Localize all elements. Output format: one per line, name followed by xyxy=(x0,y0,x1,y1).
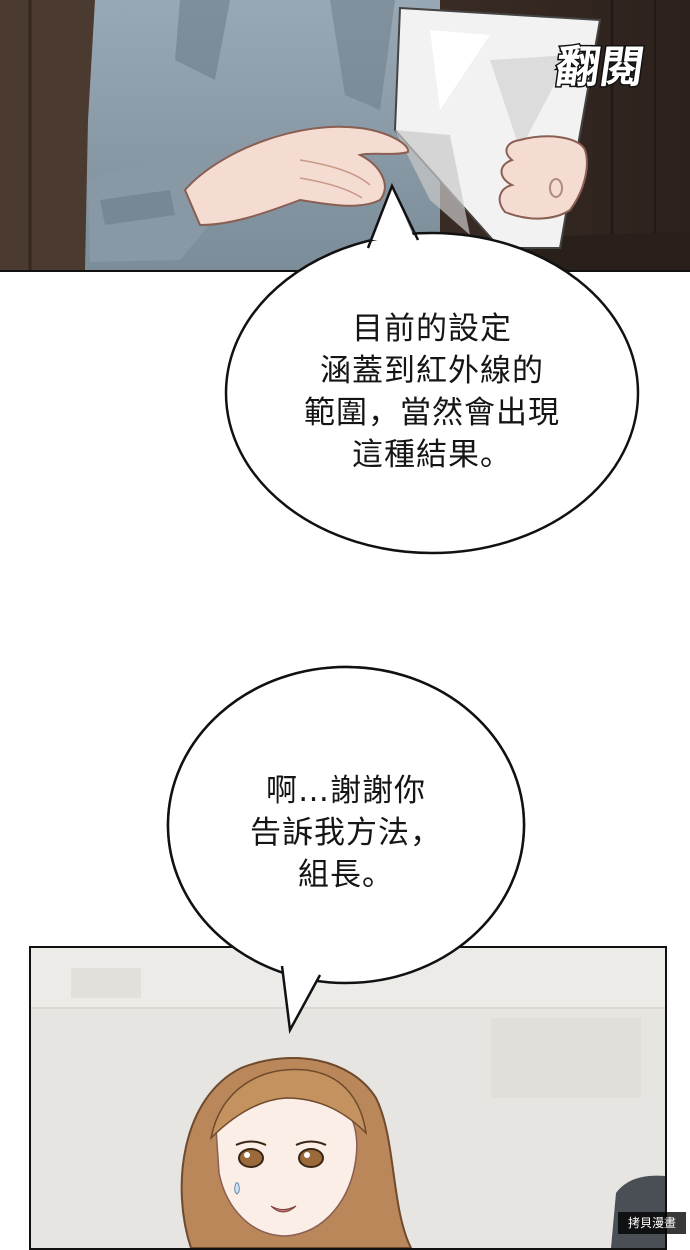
speech-bubble-2: 啊…謝謝你 告訴我方法， 組長。 xyxy=(221,770,471,896)
mouth xyxy=(270,1205,297,1213)
bubble-2-line: 告訴我方法， xyxy=(250,815,442,851)
watermark-label: 拷貝漫畫 xyxy=(618,1212,686,1234)
bubble-1-line: 範圍，當然會出現 xyxy=(304,395,560,431)
bubble-2-line: 組長。 xyxy=(298,857,394,893)
speech-bubble-1-shape xyxy=(224,182,640,555)
ring xyxy=(549,178,563,198)
bubble-2-line: 啊…謝謝你 xyxy=(266,773,426,809)
speech-bubble-1: 目前的設定 涵蓋到紅外線的 範圍，當然會出現 這種結果。 xyxy=(292,308,572,476)
bottom-panel-illustration xyxy=(31,948,665,1248)
bubble-1-line: 目前的設定 xyxy=(352,311,512,347)
bottom-comic-panel xyxy=(29,946,667,1250)
bubble-1-line: 涵蓋到紅外線的 xyxy=(320,353,544,389)
top-comic-panel: 翻閱 xyxy=(0,0,690,272)
bubble-1-line: 這種結果。 xyxy=(352,437,512,473)
right-hand xyxy=(498,135,588,220)
left-hand xyxy=(183,125,410,227)
top-panel-illustration xyxy=(0,0,690,270)
